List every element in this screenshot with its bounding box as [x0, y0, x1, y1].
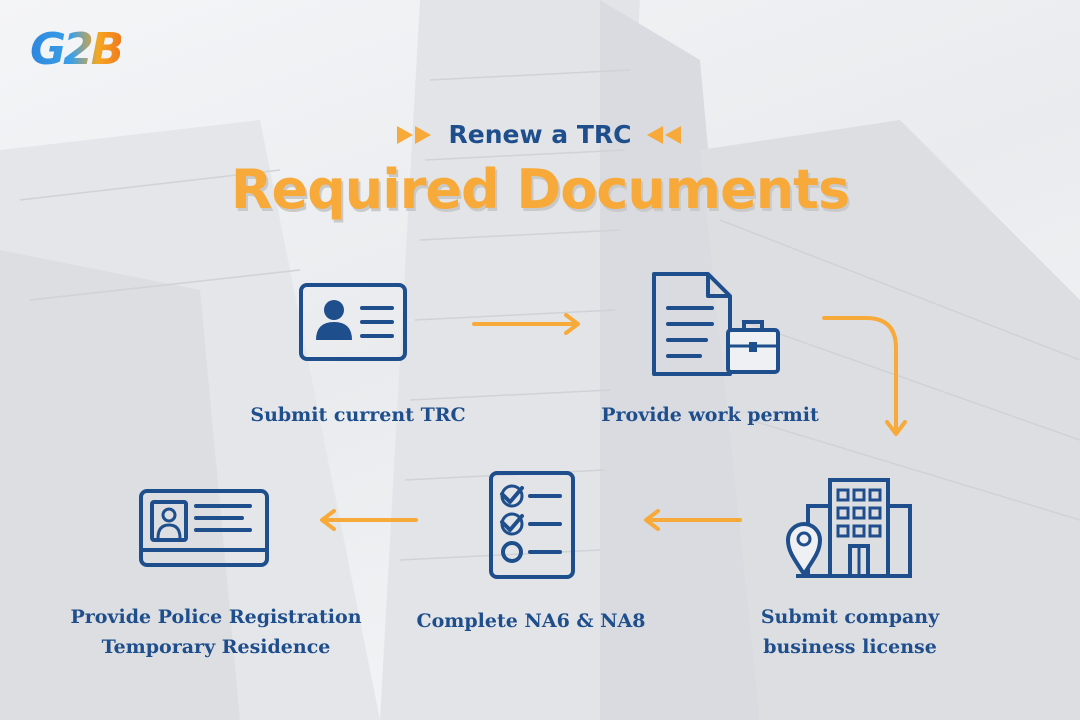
fast-forward-icon	[396, 125, 431, 144]
subtitle-row: Renew a TRC	[0, 120, 1080, 149]
step-label-police-registration: Provide Police Registration Temporary Re…	[66, 602, 366, 662]
step-label-work-permit: Provide work permit	[601, 404, 819, 426]
logo: G2B	[30, 24, 124, 75]
step-label-line: business license	[763, 636, 937, 658]
step-label-line: Provide Police Registration	[70, 606, 362, 628]
step-label-line: Temporary Residence	[101, 636, 331, 658]
arrow-left-icon	[644, 509, 742, 531]
arrow-right-icon	[472, 313, 580, 335]
step-label-line: Submit company	[760, 606, 940, 628]
id-card-icon	[299, 283, 407, 361]
building-location-icon	[785, 478, 912, 578]
document-briefcase-icon	[652, 272, 780, 376]
step-label-submit-trc: Submit current TRC	[250, 404, 466, 426]
arrow-left-icon	[320, 509, 418, 531]
logo-text: G2B	[30, 24, 124, 75]
rewind-icon	[647, 125, 682, 144]
residence-card-icon	[139, 489, 269, 567]
step-label-na6-na8: Complete NA6 & NA8	[416, 610, 646, 632]
step-label-business-license: Submit company business license	[720, 602, 980, 662]
page-title: Required Documents	[230, 158, 850, 221]
subtitle: Renew a TRC	[448, 120, 632, 149]
arrow-curve-down-icon	[822, 316, 907, 436]
checklist-icon	[489, 471, 575, 579]
